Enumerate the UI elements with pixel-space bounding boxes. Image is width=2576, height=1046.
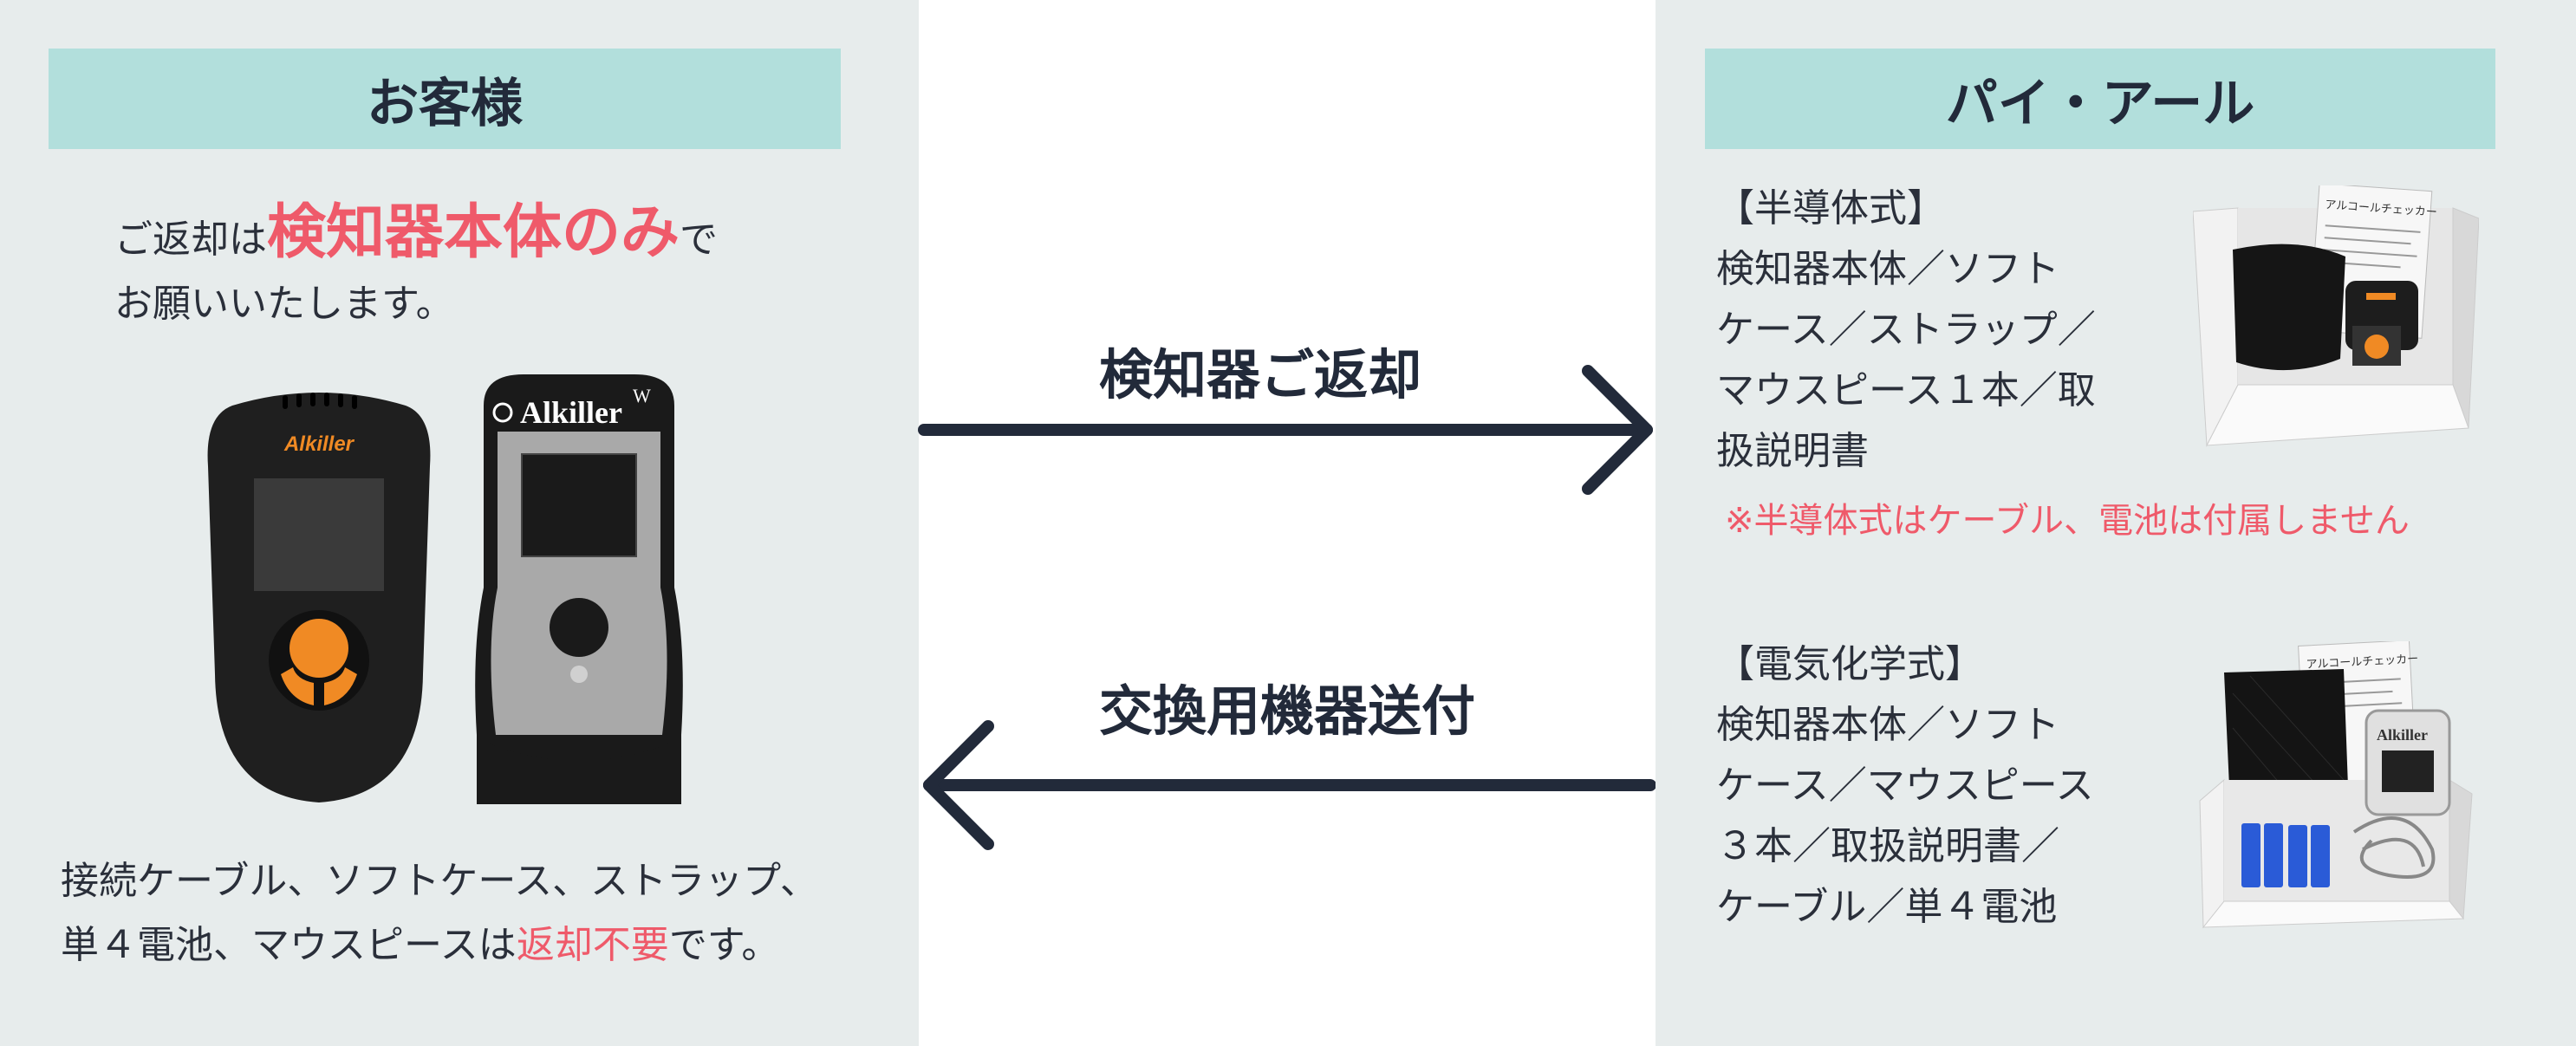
semiconductor-line1: 検知器本体／ソフト xyxy=(1716,247,2059,291)
semiconductor-line4: 扱説明書 xyxy=(1716,429,1869,473)
electrochemical-line4: ケーブル／単４電池 xyxy=(1716,885,2058,929)
electrochemical-line2: ケース／マウスピース xyxy=(1716,763,2094,808)
intro-line2: お願いいたします。 xyxy=(114,282,454,326)
semiconductor-line2: ケース／ストラップ／ xyxy=(1716,308,2096,352)
electrochemical-kit-image: アルコールチェッカー Alkiller xyxy=(2199,641,2473,929)
box2-manual-title: アルコールチェッカー xyxy=(2306,653,2418,672)
electrochemical-line3: ３本／取扱説明書／ xyxy=(1716,824,2059,868)
send-arrow xyxy=(923,720,1656,850)
not-required-note: 接続ケーブル、ソフトケース、ストラップ、 単４電池、マウスピースは返却不要です。 xyxy=(61,849,818,978)
footer-line2-red: 返却不要 xyxy=(516,923,669,967)
electrochemical-line1: 検知器本体／ソフト xyxy=(1716,703,2059,747)
footer-line1: 接続ケーブル、ソフトケース、ストラップ、 xyxy=(61,859,818,903)
device1-brand: Alkiller xyxy=(283,432,355,456)
customer-panel: お客様 ご返却は検知器本体のみで お願いいたします。 Alkiller Alki… xyxy=(0,0,919,1046)
send-label: 交換用機器送付 xyxy=(1099,679,1476,743)
semiconductor-detector-image: Alkiller xyxy=(207,393,431,802)
semiconductor-line3: マウスピース１本／取 xyxy=(1716,368,2096,413)
footer-line2-prefix: 単４電池、マウスピースは xyxy=(61,923,517,967)
semiconductor-kit-image: アルコールチェッカー xyxy=(2193,185,2479,447)
electrochemical-contents: 【電気化学式】 検知器本体／ソフト ケース／マウスピース ３本／取扱説明書／ ケ… xyxy=(1716,634,2184,938)
electrochemical-title: 【電気化学式】 xyxy=(1716,642,1983,686)
footer-line2-suffix: です。 xyxy=(668,923,780,967)
intro-prefix: ご返却は xyxy=(114,218,267,262)
return-arrow xyxy=(918,365,1653,495)
customer-banner: お客様 xyxy=(49,49,841,149)
semiconductor-title: 【半導体式】 xyxy=(1716,186,1945,231)
pi-r-panel: パイ・アール 【半導体式】 検知器本体／ソフト ケース／ストラップ／ マウスピー… xyxy=(1656,0,2576,1046)
device2-superscript: W xyxy=(633,385,651,406)
semiconductor-contents: 【半導体式】 検知器本体／ソフト ケース／ストラップ／ マウスピース１本／取 扱… xyxy=(1716,179,2184,482)
return-label: 検知器ご返却 xyxy=(1099,343,1422,406)
return-instruction: ご返却は検知器本体のみで お願いいたします。 xyxy=(114,201,718,336)
electrochemical-detector-image: Alkiller W xyxy=(475,374,683,804)
semiconductor-note: ※半導体式はケーブル、電池は付属しません xyxy=(1725,501,2410,541)
intro-highlight: 検知器本体のみ xyxy=(267,198,680,267)
pi-r-banner: パイ・アール xyxy=(1705,49,2495,149)
intro-suffix: で xyxy=(680,218,719,262)
device2-brand: Alkiller xyxy=(520,395,622,430)
box2-device-brand: Alkiller xyxy=(2377,726,2428,744)
